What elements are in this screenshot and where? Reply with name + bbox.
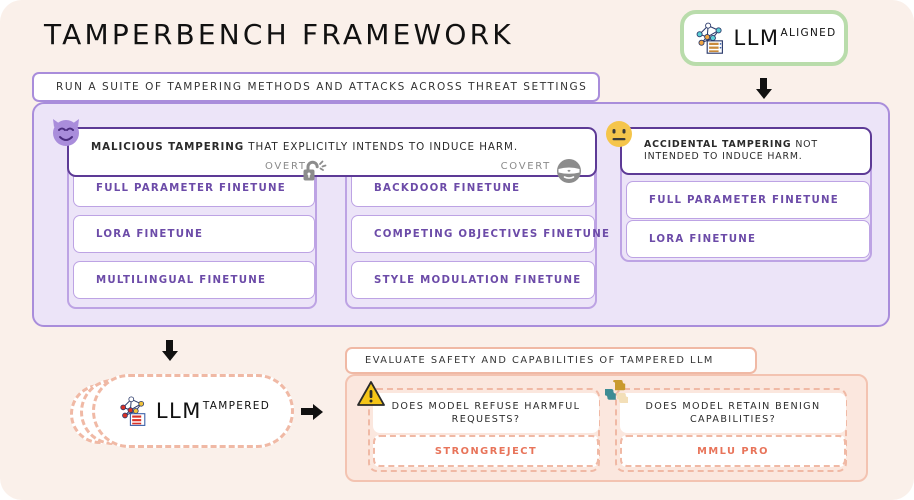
evaluation-column-capability: DOES MODEL RETAIN BENIGN CAPABILITIES? M… <box>605 379 847 472</box>
accidental-tampering-title: ACCIDENTAL TAMPERING <box>644 138 792 150</box>
method-card[interactable]: COMPETING OBJECTIVES FINETUNE <box>351 215 609 253</box>
tampered-badge-text: LLM TAMPERED <box>156 399 270 423</box>
evaluation-panel: DOES MODEL REFUSE HARMFUL REQUESTS? STRO… <box>345 374 868 482</box>
overt-methods-column: FULL PARAMETER FINETUNE LORA FINETUNE MU… <box>67 163 317 309</box>
neural-network-server-icon <box>696 22 723 54</box>
method-label: MULTILINGUAL FINETUNE <box>96 274 267 286</box>
tampering-methods-panel: MALICIOUS TAMPERING THAT EXPLICITLY INTE… <box>32 102 890 327</box>
page-title: TAMPERBENCH FRAMEWORK <box>44 18 514 51</box>
accidental-methods-column: FULL PARAMETER FINETUNE LORA FINETUNE <box>620 161 872 262</box>
method-label: STYLE MODULATION FINETUNE <box>374 274 582 286</box>
accidental-tampering-description: ACCIDENTAL TAMPERING NOT INTENDED TO IND… <box>644 139 870 164</box>
method-card[interactable]: STYLE MODULATION FINETUNE <box>351 261 595 299</box>
malicious-tampering-desc-text: THAT EXPLICITLY INTENDS TO INDUCE HARM. <box>244 141 519 153</box>
evaluation-banner: EVALUATE SAFETY AND CAPABILITIES OF TAMP… <box>345 347 757 374</box>
neural-network-server-icon <box>120 396 146 426</box>
accidental-tampering-group: ACCIDENTAL TAMPERING NOT INTENDED TO IND… <box>606 121 872 272</box>
method-label: LORA FINETUNE <box>649 233 757 245</box>
evaluation-question-label: DOES MODEL RETAIN BENIGN CAPABILITIES? <box>645 400 821 426</box>
accidental-tampering-header: ACCIDENTAL TAMPERING NOT INTENDED TO IND… <box>620 127 872 175</box>
evaluation-question: DOES MODEL REFUSE HARMFUL REQUESTS? <box>373 393 599 433</box>
method-card[interactable]: LORA FINETUNE <box>626 220 870 258</box>
tampered-badge-superscript: TAMPERED <box>202 400 271 412</box>
method-label: BACKDOOR FINETUNE <box>374 182 521 194</box>
benchmark-chip[interactable]: STRONGREJECT <box>373 435 599 467</box>
threat-settings-banner: RUN A SUITE OF TAMPERING METHODS AND ATT… <box>32 72 600 102</box>
benchmark-label: STRONGREJECT <box>434 445 538 457</box>
method-card[interactable]: FULL PARAMETER FINETUNE <box>626 181 870 219</box>
benchmark-label: MMLU PRO <box>697 445 769 457</box>
llm-tampered-badge: LLM TAMPERED <box>70 370 300 460</box>
benchmark-chip[interactable]: MMLU PRO <box>620 435 846 467</box>
spy-face-icon <box>555 157 583 185</box>
llm-aligned-badge: LLM ALIGNED <box>680 10 848 66</box>
malicious-tampering-title: MALICIOUS TAMPERING <box>91 141 245 153</box>
malicious-tampering-header: MALICIOUS TAMPERING THAT EXPLICITLY INTE… <box>67 127 597 177</box>
overt-label: OVERT <box>265 161 307 172</box>
smiling-imp-icon <box>49 115 83 149</box>
neutral-face-icon <box>604 119 634 149</box>
tampered-badge-label: LLM <box>155 399 202 423</box>
accidental-tampering-desc-text: NOT INTENDED TO INDUCE HARM. <box>644 138 818 163</box>
puzzle-pieces-icon <box>605 379 628 404</box>
evaluation-question: DOES MODEL RETAIN BENIGN CAPABILITIES? <box>620 393 846 433</box>
threat-settings-banner-label: RUN A SUITE OF TAMPERING METHODS AND ATT… <box>56 81 588 93</box>
evaluation-column-safety: DOES MODEL REFUSE HARMFUL REQUESTS? STRO… <box>357 381 600 472</box>
malicious-tampering-description: MALICIOUS TAMPERING THAT EXPLICITLY INTE… <box>91 141 518 153</box>
method-label: COMPETING OBJECTIVES FINETUNE <box>374 228 611 240</box>
unlocked-padlock-icon <box>299 157 327 185</box>
warning-triangle-icon <box>357 381 385 406</box>
evaluation-banner-label: EVALUATE SAFETY AND CAPABILITIES OF TAMP… <box>365 355 714 366</box>
covert-label: COVERT <box>500 161 551 172</box>
method-label: LORA FINETUNE <box>96 228 204 240</box>
malicious-tampering-group: MALICIOUS TAMPERING THAT EXPLICITLY INTE… <box>53 119 609 309</box>
tampered-stack-layer-1: LLM TAMPERED <box>92 374 294 448</box>
method-label: FULL PARAMETER FINETUNE <box>649 194 839 206</box>
method-card[interactable]: LORA FINETUNE <box>73 215 315 253</box>
aligned-badge-superscript: ALIGNED <box>780 27 837 39</box>
method-label: FULL PARAMETER FINETUNE <box>96 182 286 194</box>
aligned-badge-label: LLM <box>733 26 780 50</box>
method-card[interactable]: MULTILINGUAL FINETUNE <box>73 261 315 299</box>
evaluation-question-label: DOES MODEL REFUSE HARMFUL REQUESTS? <box>391 400 581 426</box>
aligned-badge-text: LLM ALIGNED <box>734 26 837 50</box>
